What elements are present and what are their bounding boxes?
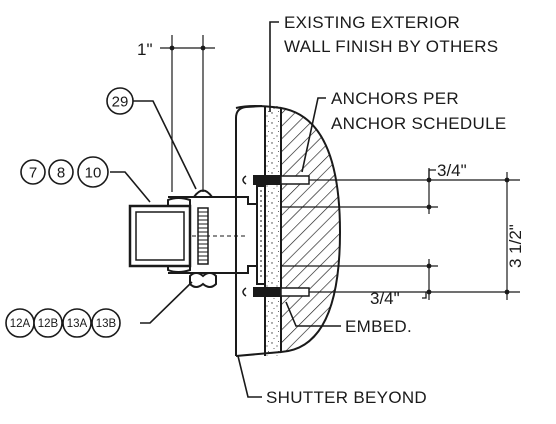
- callout-shutter-beyond: SHUTTER BEYOND: [266, 388, 427, 407]
- svg-text:12A: 12A: [10, 318, 31, 330]
- dim-one-inch: [160, 35, 215, 192]
- tube-section: [128, 189, 248, 288]
- detail-tag-13a: 13A: [62, 308, 92, 338]
- dim-three-quarter-bottom-label: 3/4": [370, 289, 400, 308]
- mounting-bracket: [167, 185, 266, 285]
- dim-three-quarter-top-label: 3/4": [437, 161, 467, 180]
- dim-three-and-half-label: 3 1/2": [506, 224, 525, 268]
- detail-tag-12b: 12B: [33, 308, 63, 338]
- wall-finish-hatch: [280, 106, 342, 354]
- callout-leaders: [110, 21, 341, 398]
- svg-text:13A: 13A: [67, 318, 88, 330]
- detail-tag-29: 29: [106, 87, 134, 115]
- callout-anchors-line2: ANCHOR SCHEDULE: [331, 114, 506, 133]
- wall-section: [235, 105, 342, 357]
- anchor-top: [242, 175, 310, 185]
- svg-text:29: 29: [112, 94, 129, 111]
- detail-tag-12a: 12A: [5, 308, 35, 338]
- detail-tag-13b: 13B: [91, 308, 121, 338]
- svg-text:13B: 13B: [96, 318, 117, 330]
- embed-core: [265, 106, 281, 356]
- svg-text:7: 7: [29, 165, 37, 182]
- anchor-bottom: [242, 287, 310, 297]
- detail-tag-8: 8: [48, 159, 74, 185]
- dim-extension-lines: [281, 168, 520, 300]
- detail-tag-7: 7: [20, 159, 46, 185]
- callout-wall-finish-line2: WALL FINISH BY OTHERS: [284, 37, 498, 56]
- dim-one-inch-label: 1": [137, 40, 153, 59]
- svg-text:10: 10: [85, 165, 102, 182]
- callout-wall-finish-line1: EXISTING EXTERIOR: [284, 13, 460, 32]
- svg-text:12B: 12B: [38, 318, 59, 330]
- svg-text:8: 8: [57, 165, 65, 182]
- callout-embed: EMBED.: [345, 317, 412, 336]
- callout-anchors-line1: ANCHORS PER: [331, 89, 459, 108]
- detail-tag-10: 10: [77, 156, 109, 188]
